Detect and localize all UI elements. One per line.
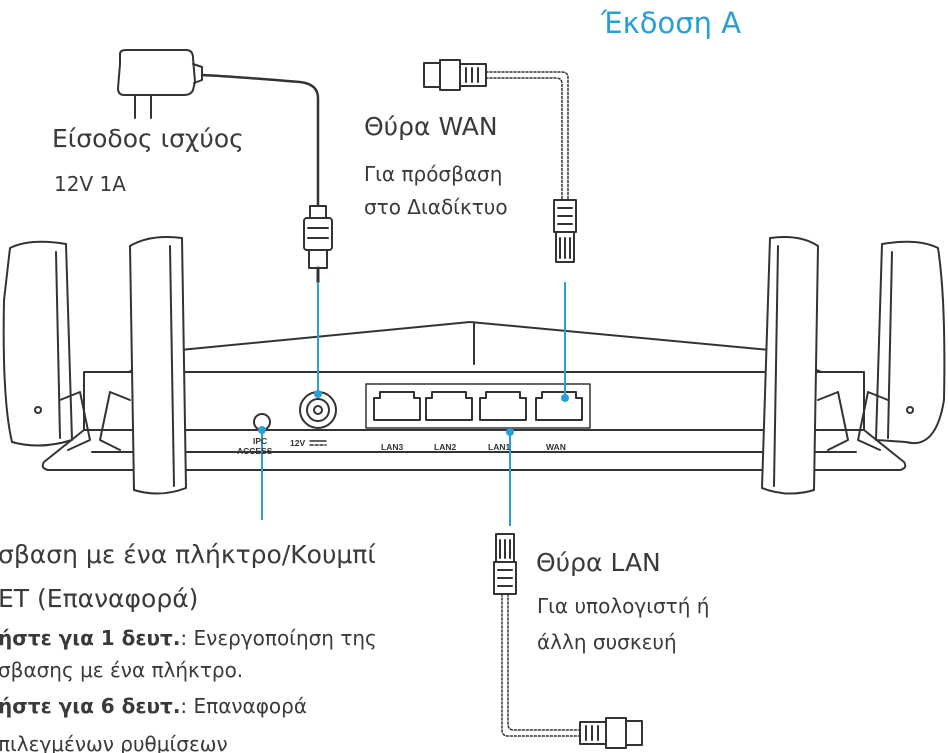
wps-line1: σβαση με ένα πλήκτρο/Κουμπί — [0, 540, 376, 569]
router-body — [41, 321, 907, 471]
antenna-right-outer — [857, 240, 946, 451]
antenna-left-outer — [2, 240, 91, 451]
wan-label: WAN — [546, 442, 566, 452]
ipc-label: IPC — [253, 436, 268, 446]
power-port-icon — [299, 391, 337, 446]
power-adapter-icon — [117, 49, 333, 284]
wps-press1: ήστε για 1 δευτ.: Ενεργοποίηση της — [0, 626, 377, 650]
wps-press1-bold: ήστε για 1 δευτ. — [0, 626, 181, 650]
wps-press6-bold: ήστε για 6 δευτ. — [0, 694, 181, 718]
wan-port-icon — [535, 391, 583, 421]
lan3-label: LAN3 — [381, 442, 404, 452]
access-label: ACCESS — [237, 446, 273, 456]
power-input-label: Είσοδος ισχύος — [52, 124, 244, 153]
lan-desc-line1: Για υπολογιστή ή — [537, 594, 710, 618]
wps-line2: ET (Επαναφορά) — [0, 584, 199, 613]
power-port-label: 12V — [290, 438, 306, 448]
wan-desc-line1: Για πρόσβαση — [364, 162, 503, 186]
antenna-right-inner — [761, 236, 849, 495]
lan3-port-icon — [373, 391, 421, 421]
lan-desc-line2: άλλη συσκευή — [537, 630, 677, 654]
wps-press1-rest: : Ενεργοποίηση της — [180, 626, 377, 650]
lan1-port-icon — [479, 391, 527, 421]
wps-press6-rest: : Επαναφορά — [180, 694, 308, 718]
wps-line4: σβασης με ένα πλήκτρο. — [0, 658, 244, 682]
antenna-left-inner — [99, 236, 187, 495]
lan1-label: LAN1 — [488, 442, 511, 452]
lan2-label: LAN2 — [434, 442, 457, 452]
wan-port-label: Θύρα WAN — [364, 112, 498, 141]
lan2-port-icon — [425, 391, 473, 421]
lan-port-label: Θύρα LAN — [536, 548, 661, 577]
wan-cable-icon — [423, 59, 577, 263]
wps-line6: πιλεγμένων ρυθμίσεων — [0, 732, 228, 753]
power-spec-label: 12V 1A — [54, 172, 126, 196]
lan-cable-icon — [493, 533, 643, 749]
diagram-title: Έκδοση A — [601, 6, 742, 40]
wan-desc-line2: στο Διαδίκτυο — [364, 195, 508, 219]
leader-lines — [258, 282, 569, 526]
wps-press6: ήστε για 6 δευτ.: Επαναφορά — [0, 694, 307, 718]
